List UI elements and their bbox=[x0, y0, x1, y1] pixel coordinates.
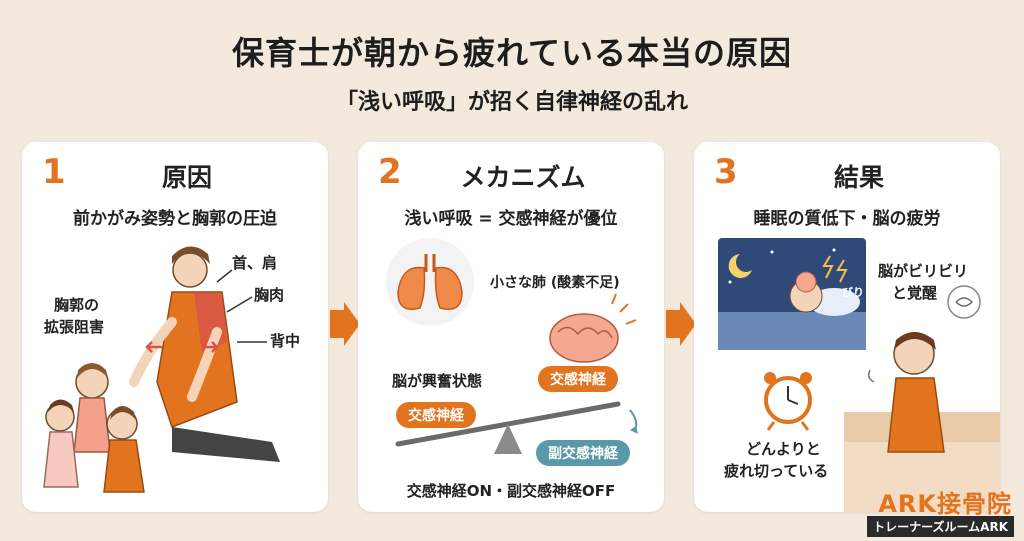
label-dull-line1: どんよりと bbox=[746, 440, 821, 458]
label-brain-buzz-line1: 脳がビリビリ bbox=[878, 262, 969, 280]
lungs-icon bbox=[386, 238, 474, 326]
step-number: 2 bbox=[378, 152, 402, 192]
label-neck-shoulder: 首、肩 bbox=[232, 254, 278, 272]
panel-title: メカニズム bbox=[460, 163, 586, 192]
tired-person-illustration bbox=[844, 285, 1000, 512]
panel-title: 原因 bbox=[161, 163, 212, 192]
brain-icon bbox=[549, 293, 637, 363]
label-chest-line2: 拡張阻害 bbox=[44, 318, 105, 336]
brand-tagline: トレーナーズルームARK bbox=[867, 516, 1014, 537]
brand-logo: ARK接骨院 bbox=[878, 490, 1012, 518]
label-small-lungs: 小さな肺 (酸素不足) bbox=[490, 275, 620, 291]
seesaw-icon bbox=[395, 401, 638, 454]
panel-cause: 1 原因 前かがみ姿勢と胸郭の圧迫 首、肩 胸肉 背中 胸郭の 拡張阻害 bbox=[22, 142, 328, 512]
label-back: 背中 bbox=[270, 332, 301, 350]
label-chest-line1: 胸郭の bbox=[54, 296, 100, 314]
panel-subtitle: 睡眠の質低下・脳の疲労 bbox=[753, 209, 941, 229]
panel-subtitle: 前かがみ姿勢と胸郭の圧迫 bbox=[73, 209, 277, 229]
caregiver-illustration bbox=[43, 246, 280, 493]
page-title: 保育士が朝から疲れている本当の原因 bbox=[231, 34, 793, 72]
panel-subtitle: 浅い呼吸 = 交感神経が優位 bbox=[404, 209, 618, 229]
step-number: 3 bbox=[714, 152, 738, 192]
parasympathetic-tag: 副交感神経 bbox=[536, 440, 630, 466]
sleeping-person-illustration bbox=[718, 238, 866, 350]
label-summary: 交感神経ON・副交感神経OFF bbox=[406, 482, 616, 500]
step-number: 1 bbox=[42, 152, 66, 192]
panel-result: 3 結果 睡眠の質低下・脳の疲労 脳がビリビリ と覚醒 びり どんよりと bbox=[694, 142, 1000, 512]
alarm-clock-icon bbox=[764, 372, 812, 431]
label-brain-buzz-line2: と覚醒 bbox=[892, 284, 938, 302]
sympathetic-tag-top: 交感神経 bbox=[538, 366, 618, 392]
page-subtitle: 「浅い呼吸」が招く自律神経の乱れ bbox=[335, 90, 688, 115]
panel-title: 結果 bbox=[833, 163, 884, 192]
sympathetic-tag-left: 交感神経 bbox=[396, 402, 476, 428]
label-brain-excited: 脳が興奮状態 bbox=[392, 372, 483, 390]
panel-mechanism: 2 メカニズム 浅い呼吸 = 交感神経が優位 小さな肺 (酸素不足) 脳が興奮状… bbox=[358, 142, 664, 512]
label-dull-line2: 疲れ切っている bbox=[724, 462, 829, 480]
arrow-right-icon bbox=[330, 302, 360, 346]
label-biri: びり bbox=[842, 286, 864, 299]
arrow-right-icon bbox=[666, 302, 696, 346]
label-chest-muscle: 胸肉 bbox=[254, 286, 285, 304]
